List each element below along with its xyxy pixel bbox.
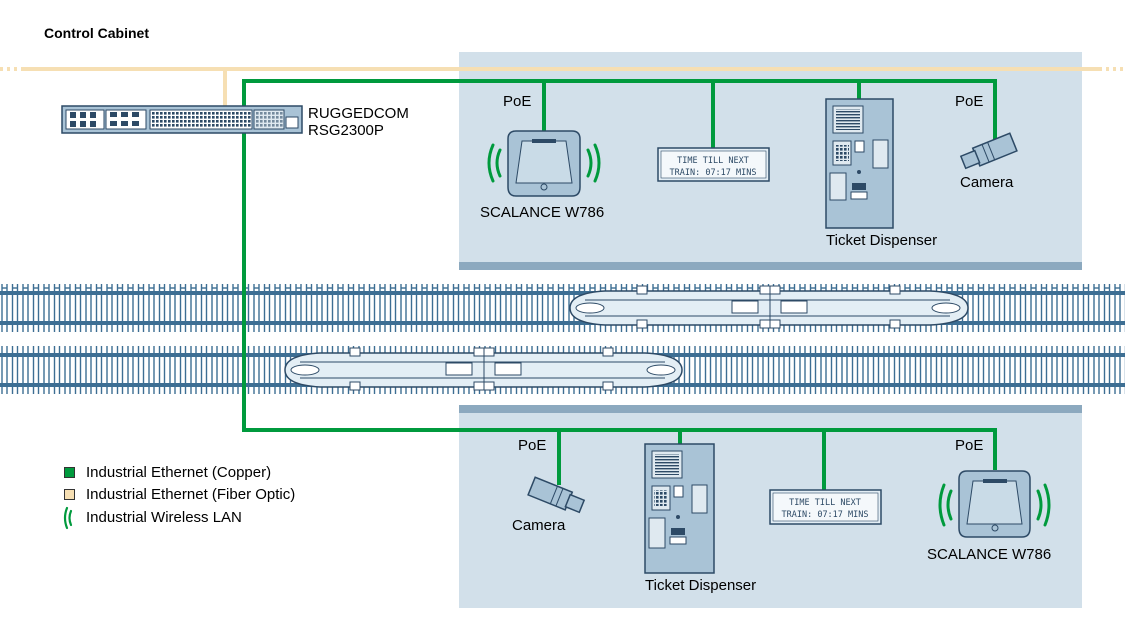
camera-label-bottom: Camera bbox=[512, 517, 566, 534]
camera-top bbox=[959, 132, 1018, 170]
ticket-dispenser-bottom bbox=[644, 443, 715, 574]
ap-label-top: SCALANCE W786 bbox=[480, 204, 605, 221]
train-upper bbox=[569, 285, 969, 329]
ticket-dispenser-top bbox=[825, 98, 894, 229]
poe-label: PoE bbox=[955, 437, 984, 454]
scalance-w786-bottom bbox=[958, 470, 1031, 538]
copper-ethernet-lines bbox=[242, 79, 997, 490]
switch-label-line2: RSG2300P bbox=[308, 122, 384, 139]
ruggedcom-switch bbox=[61, 105, 303, 134]
poe-label: PoE bbox=[955, 93, 984, 110]
display-line-1: TIME TILL NEXT bbox=[789, 498, 861, 508]
scalance-w786-top bbox=[507, 130, 581, 197]
legend-label: Industrial Ethernet (Copper) bbox=[86, 464, 272, 481]
copper-swatch bbox=[64, 467, 75, 478]
legend-wireless-icon bbox=[63, 506, 73, 530]
camera-bottom bbox=[527, 476, 586, 514]
departure-display-top: TIME TILL NEXT TRAIN: 07:17 MINS bbox=[657, 147, 770, 182]
poe-label: PoE bbox=[518, 437, 547, 454]
display-line-2: TRAIN: 07:17 MINS bbox=[782, 510, 869, 520]
wireless-icon bbox=[487, 143, 601, 183]
display-line-1: TIME TILL NEXT bbox=[677, 156, 749, 166]
ticket-dispenser-label-bottom: Ticket Dispenser bbox=[645, 577, 757, 594]
ap-label-bottom: SCALANCE W786 bbox=[927, 546, 1052, 563]
switch-label-line1: RUGGEDCOM bbox=[308, 105, 409, 122]
train-lower bbox=[284, 347, 683, 391]
poe-label: PoE bbox=[503, 93, 532, 110]
departure-display-bottom: TIME TILL NEXT TRAIN: 07:17 MINS bbox=[769, 489, 882, 525]
camera-label-top: Camera bbox=[960, 174, 1014, 191]
display-line-2: TRAIN: 07:17 MINS bbox=[670, 168, 757, 178]
legend-label: Industrial Ethernet (Fiber Optic) bbox=[86, 486, 296, 503]
page-title: Control Cabinet bbox=[44, 25, 149, 41]
wireless-icon bbox=[938, 483, 1051, 527]
fiber-swatch bbox=[64, 489, 75, 500]
fiber-optic-line bbox=[0, 67, 1125, 106]
ticket-dispenser-label-top: Ticket Dispenser bbox=[826, 232, 938, 249]
legend-label: Industrial Wireless LAN bbox=[86, 509, 242, 526]
